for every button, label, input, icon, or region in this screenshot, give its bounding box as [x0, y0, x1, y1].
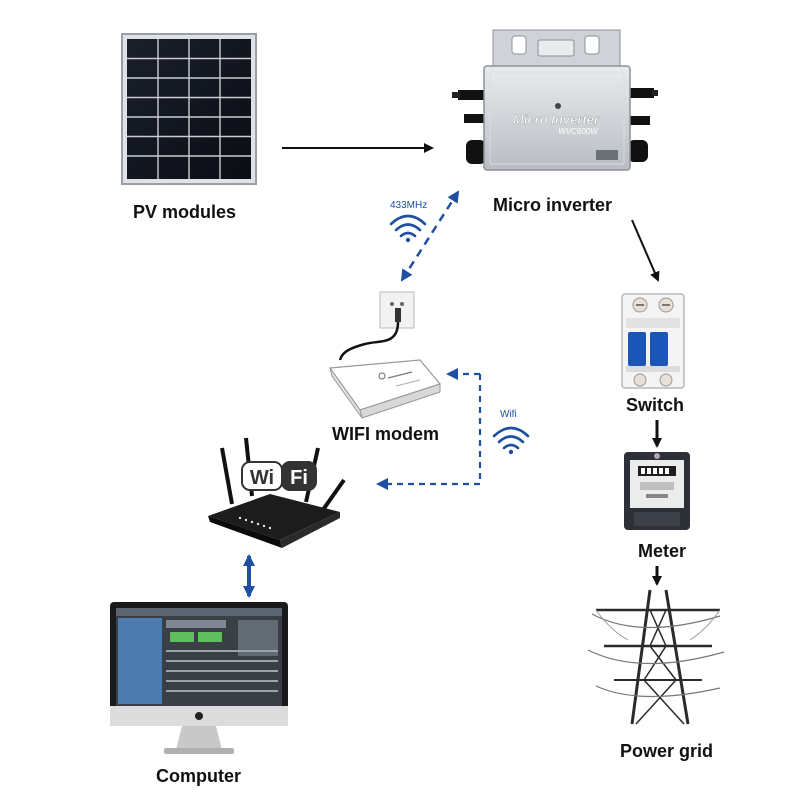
inverter-model-text: WVC600W	[558, 127, 599, 136]
modem-cable	[338, 321, 400, 361]
wifi-router: Wi Fi	[208, 437, 346, 548]
electric-meter	[624, 452, 690, 530]
wifi-signal-icon	[492, 426, 530, 455]
router-badge-right: Fi	[290, 467, 308, 489]
label-micro-inverter: Micro inverter	[493, 195, 613, 215]
pv-module	[121, 33, 257, 185]
power-grid-tower	[587, 589, 725, 725]
rf-link-arrow	[400, 190, 460, 282]
router-badge-left: Wi	[250, 467, 274, 489]
computer-monitor	[110, 602, 288, 754]
micro-inverter: Micro Inverter WVC600W	[452, 29, 658, 171]
label-rf-band: 433MHz	[390, 200, 428, 211]
inverter-brand-text: Micro Inverter	[513, 112, 600, 127]
label-computer: Computer	[156, 766, 241, 786]
wifi-link-arrow	[376, 368, 482, 490]
wifi-signal-icon	[389, 214, 427, 243]
flow-arrow-inverter-to-switch	[631, 219, 660, 282]
label-switch: Switch	[626, 395, 685, 415]
circuit-breaker-switch	[621, 293, 685, 389]
label-wifi-signal: Wifi	[500, 409, 517, 420]
label-power-grid: Power grid	[620, 741, 714, 761]
label-wifi-modem: WIFI modem	[332, 424, 439, 444]
wifi-modem-device	[328, 359, 442, 419]
label-pv-modules: PV modules	[133, 202, 237, 222]
label-meter: Meter	[638, 541, 687, 561]
